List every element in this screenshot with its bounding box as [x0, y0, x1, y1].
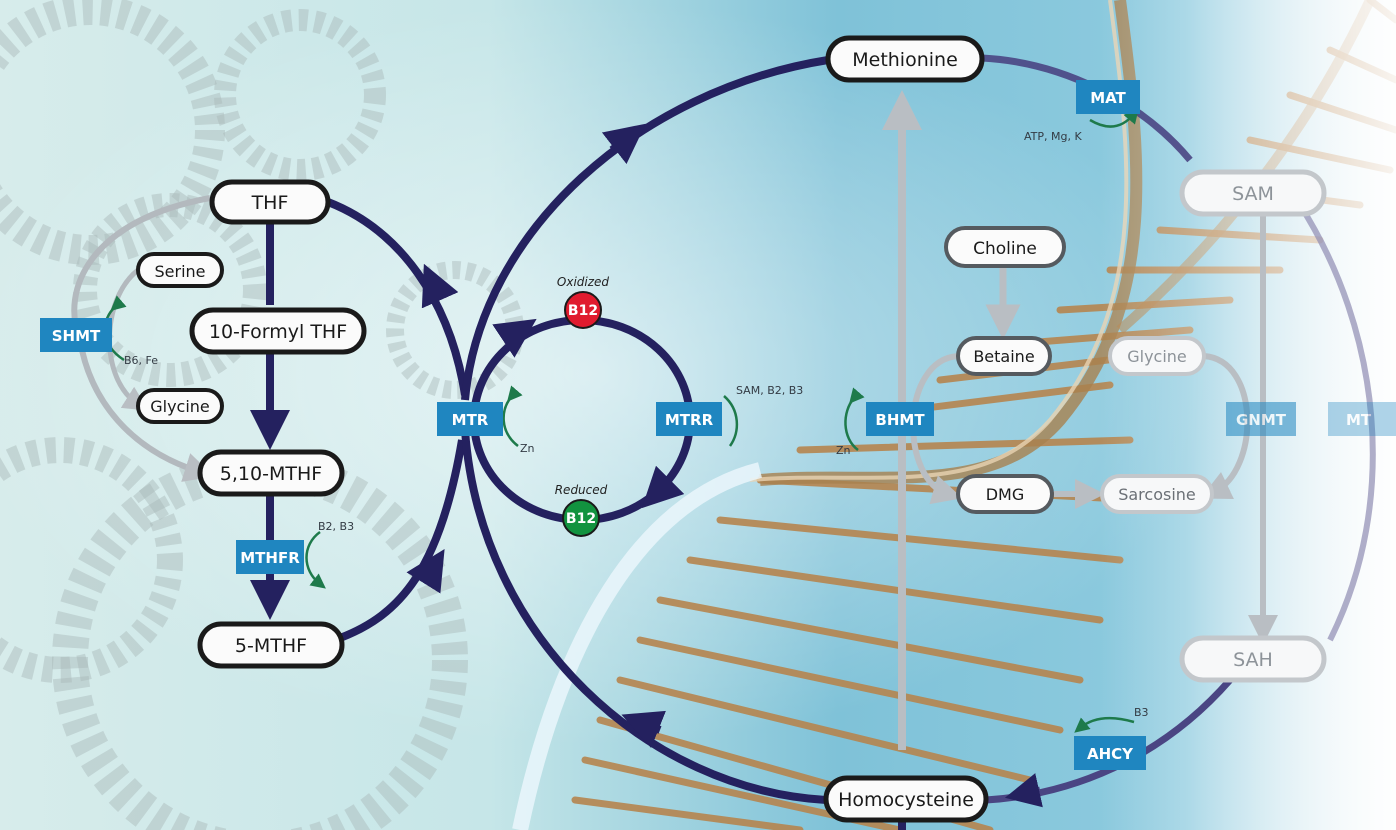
arrow-mtr-to-methionine-head [601, 123, 646, 165]
b12-reduced-label: B12 [566, 511, 596, 527]
enzyme-mat-label: MAT [1090, 89, 1126, 107]
enzyme-gnmt: GNMT [1226, 402, 1296, 436]
node-510-mthf: 5,10-MTHF [197, 449, 345, 497]
node-choline: Choline [944, 226, 1066, 268]
node-sah-label: SAH [1233, 649, 1273, 671]
cofactor-arc-mtrr [723, 395, 738, 447]
enzyme-mat: MAT [1076, 80, 1140, 114]
enzyme-bhmt: BHMT [866, 402, 934, 436]
arrow-homocysteine-to-mtr-head [621, 710, 666, 748]
enzyme-bhmt-label: BHMT [875, 411, 925, 429]
node-510-mthf-label: 5,10-MTHF [220, 463, 322, 485]
node-sarcosine: Sarcosine [1100, 474, 1214, 514]
cofactor-mthfr-label: B2, B3 [318, 520, 354, 533]
node-homocysteine-label: Homocysteine [838, 789, 974, 811]
node-glycine-right: Glycine [1108, 336, 1206, 376]
enzyme-mthfr: MTHFR [236, 540, 304, 574]
arrow-ahcy-head [1004, 773, 1043, 808]
cofactor-arc-bhmt [844, 387, 865, 451]
node-sah: SAH [1179, 635, 1327, 683]
node-serine: Serine [136, 252, 224, 288]
node-dmg: DMG [956, 474, 1054, 514]
enzyme-shmt-label: SHMT [52, 327, 101, 345]
b12-oxidized-state-label: Oxidized [557, 275, 610, 289]
node-dmg-label: DMG [986, 485, 1025, 504]
node-thf-label: THF [251, 192, 289, 214]
node-glycine-right-label: Glycine [1127, 347, 1187, 366]
node-homocysteine: Homocysteine [823, 775, 989, 823]
cofactor-ahcy-label: B3 [1134, 706, 1149, 719]
arrow-mtr-to-oxidized [492, 318, 537, 358]
node-formyl-thf-label: 10-Formyl THF [209, 321, 347, 343]
enzyme-ahcy: AHCY [1074, 736, 1146, 770]
enzyme-mt: MT [1328, 402, 1396, 436]
gear-decoration [0, 0, 524, 830]
node-sam: SAM [1179, 169, 1327, 217]
arrow-5mthf-to-mtr-head [406, 549, 445, 594]
arrow-homocysteine-to-mtr [461, 429, 827, 804]
enzyme-mtrr-label: MTRR [665, 411, 714, 429]
arrow-thf-to-mtr [326, 198, 469, 396]
arrow-mtrr-to-reduced [641, 465, 685, 509]
cofactor-mtrr-label: SAM, B2, B3 [736, 384, 803, 397]
cofactor-arc-ahcy [1074, 716, 1135, 733]
node-thf: THF [209, 179, 331, 225]
b12-reduced-state-label: Reduced [555, 483, 608, 497]
cofactor-shmt-label: B6, Fe [124, 354, 158, 367]
cofactor-arc-mat [1089, 108, 1139, 128]
node-betaine: Betaine [956, 336, 1052, 376]
node-methionine: Methionine [825, 35, 985, 83]
node-glycine-left: Glycine [136, 388, 224, 424]
cofactor-arc-mtr [502, 385, 523, 447]
arrow-sam-to-sah [1297, 203, 1376, 642]
b12-reduced: B12 [562, 499, 600, 537]
node-serine-label: Serine [154, 262, 205, 281]
enzyme-mtr-label: MTR [452, 411, 489, 429]
enzyme-mt-label: MT [1346, 411, 1372, 429]
arrow-mtr-to-thf-head [421, 263, 459, 309]
node-glycine-left-label: Glycine [150, 397, 210, 416]
enzyme-mthfr-label: MTHFR [240, 549, 300, 567]
enzyme-mtr: MTR [437, 402, 503, 436]
cofactor-arc-mthfr [305, 530, 326, 589]
node-sam-label: SAM [1232, 183, 1274, 205]
node-5-mthf-label: 5-MTHF [235, 635, 307, 657]
enzyme-ahcy-label: AHCY [1087, 745, 1134, 763]
node-betaine-label: Betaine [973, 347, 1034, 366]
arrow-mtr-to-methionine [461, 56, 829, 401]
cofactor-bhmt-label: Zn [836, 444, 851, 457]
node-sarcosine-label: Sarcosine [1118, 485, 1196, 504]
enzyme-gnmt-label: GNMT [1236, 411, 1287, 429]
b12-oxidized-label: B12 [568, 303, 598, 319]
node-methionine-label: Methionine [852, 49, 958, 71]
cofactor-mat-label: ATP, Mg, K [1024, 130, 1082, 143]
enzyme-shmt: SHMT [40, 318, 112, 352]
node-formyl-thf: 10-Formyl THF [189, 307, 367, 355]
node-choline-label: Choline [973, 239, 1037, 259]
cofactor-arcs [103, 108, 1139, 733]
enzyme-mtrr: MTRR [656, 402, 722, 436]
node-5-mthf: 5-MTHF [197, 621, 345, 669]
cofactor-mtr-label: Zn [520, 442, 535, 455]
b12-oxidized: B12 [564, 291, 602, 329]
